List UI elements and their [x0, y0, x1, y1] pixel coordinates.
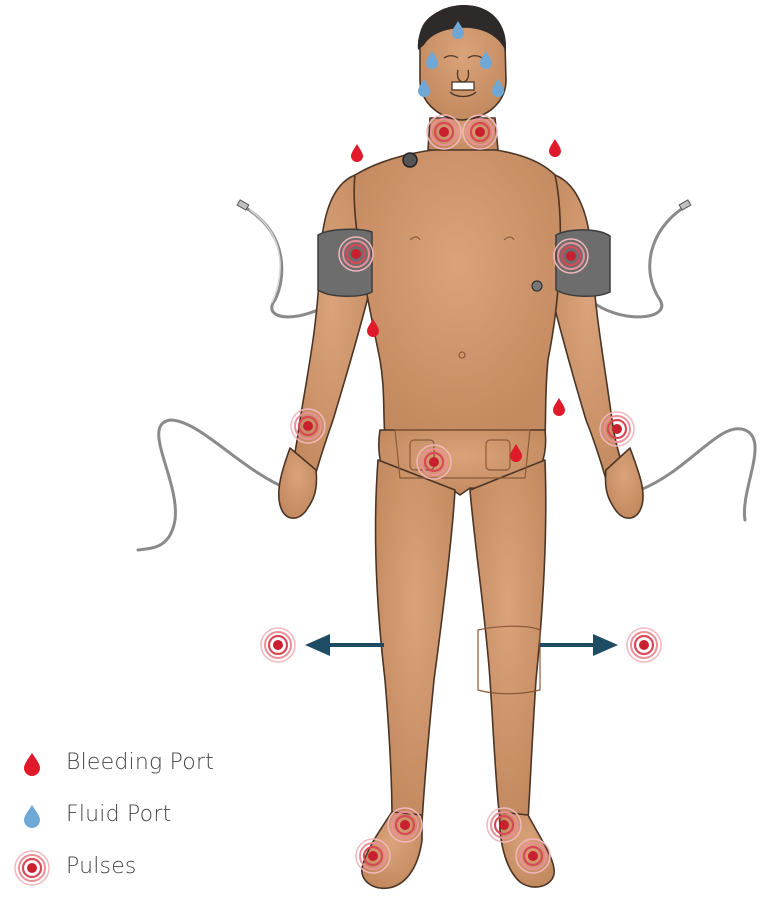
bleeding-drop-icon — [549, 139, 561, 157]
legend-bleeding-label: Bleeding Port — [66, 750, 214, 775]
bleeding-drop-icon — [351, 144, 363, 162]
bleeding-drop-icon — [12, 744, 52, 784]
bleeding-drop-icon — [553, 398, 565, 416]
pulse-target-icon — [627, 628, 661, 662]
legend-pulses-label: Pulses — [66, 854, 137, 879]
legend-fluid: Fluid Port — [0, 796, 260, 836]
pulse-target-icon — [12, 848, 52, 888]
fluid-drop-icon — [12, 796, 52, 836]
legend-bleeding: Bleeding Port — [0, 744, 260, 784]
pulse-target-icon — [261, 628, 295, 662]
legend-fluid-label: Fluid Port — [66, 802, 171, 827]
extension-arrows — [305, 634, 618, 656]
legend-pulses: Pulses — [0, 848, 260, 888]
manikin-body — [279, 8, 643, 888]
